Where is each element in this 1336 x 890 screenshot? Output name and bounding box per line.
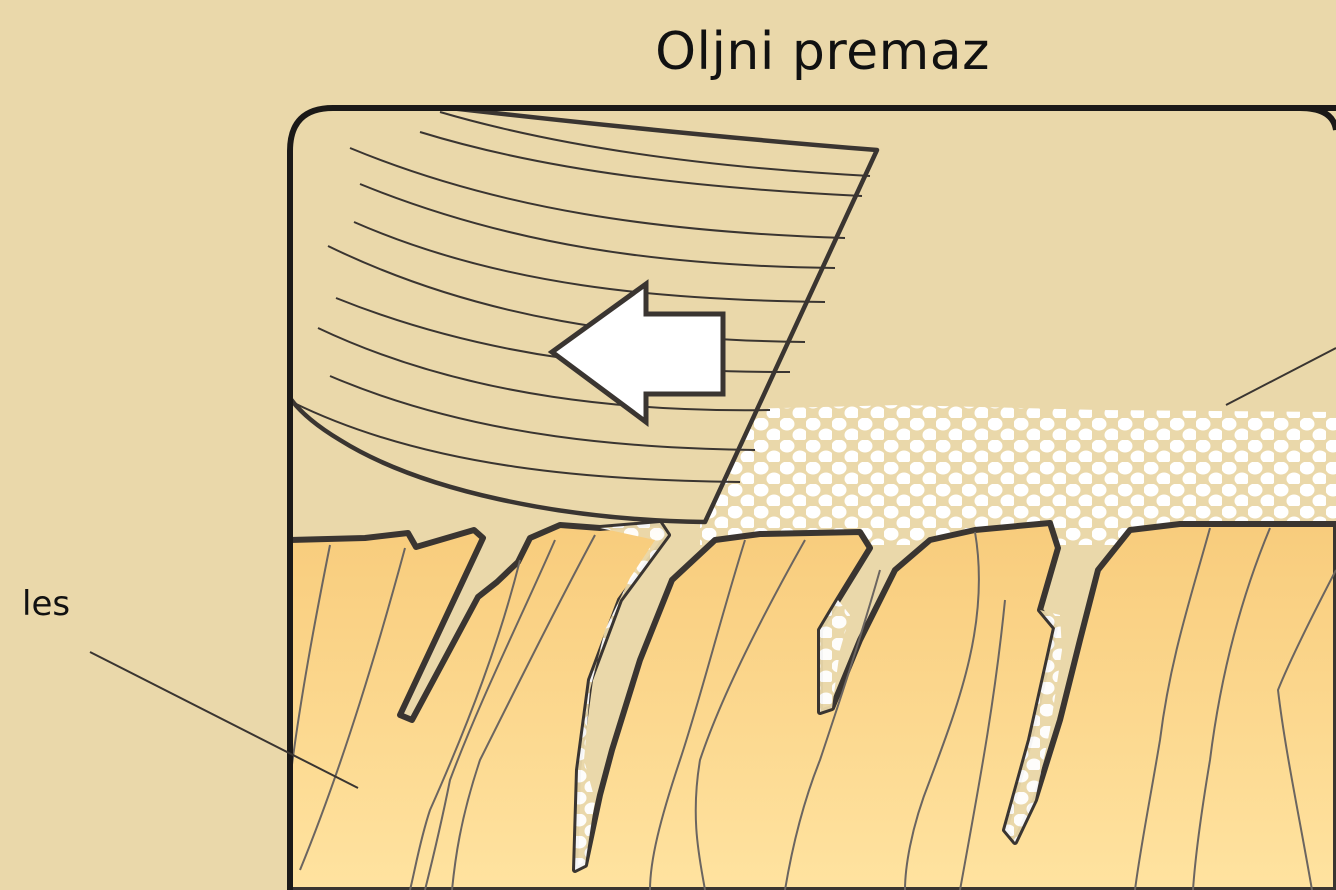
wood-label: les [22, 584, 70, 624]
diagram-title: Oljni premaz [600, 22, 1045, 82]
illustration [290, 108, 1336, 890]
wood-block [290, 523, 1336, 890]
